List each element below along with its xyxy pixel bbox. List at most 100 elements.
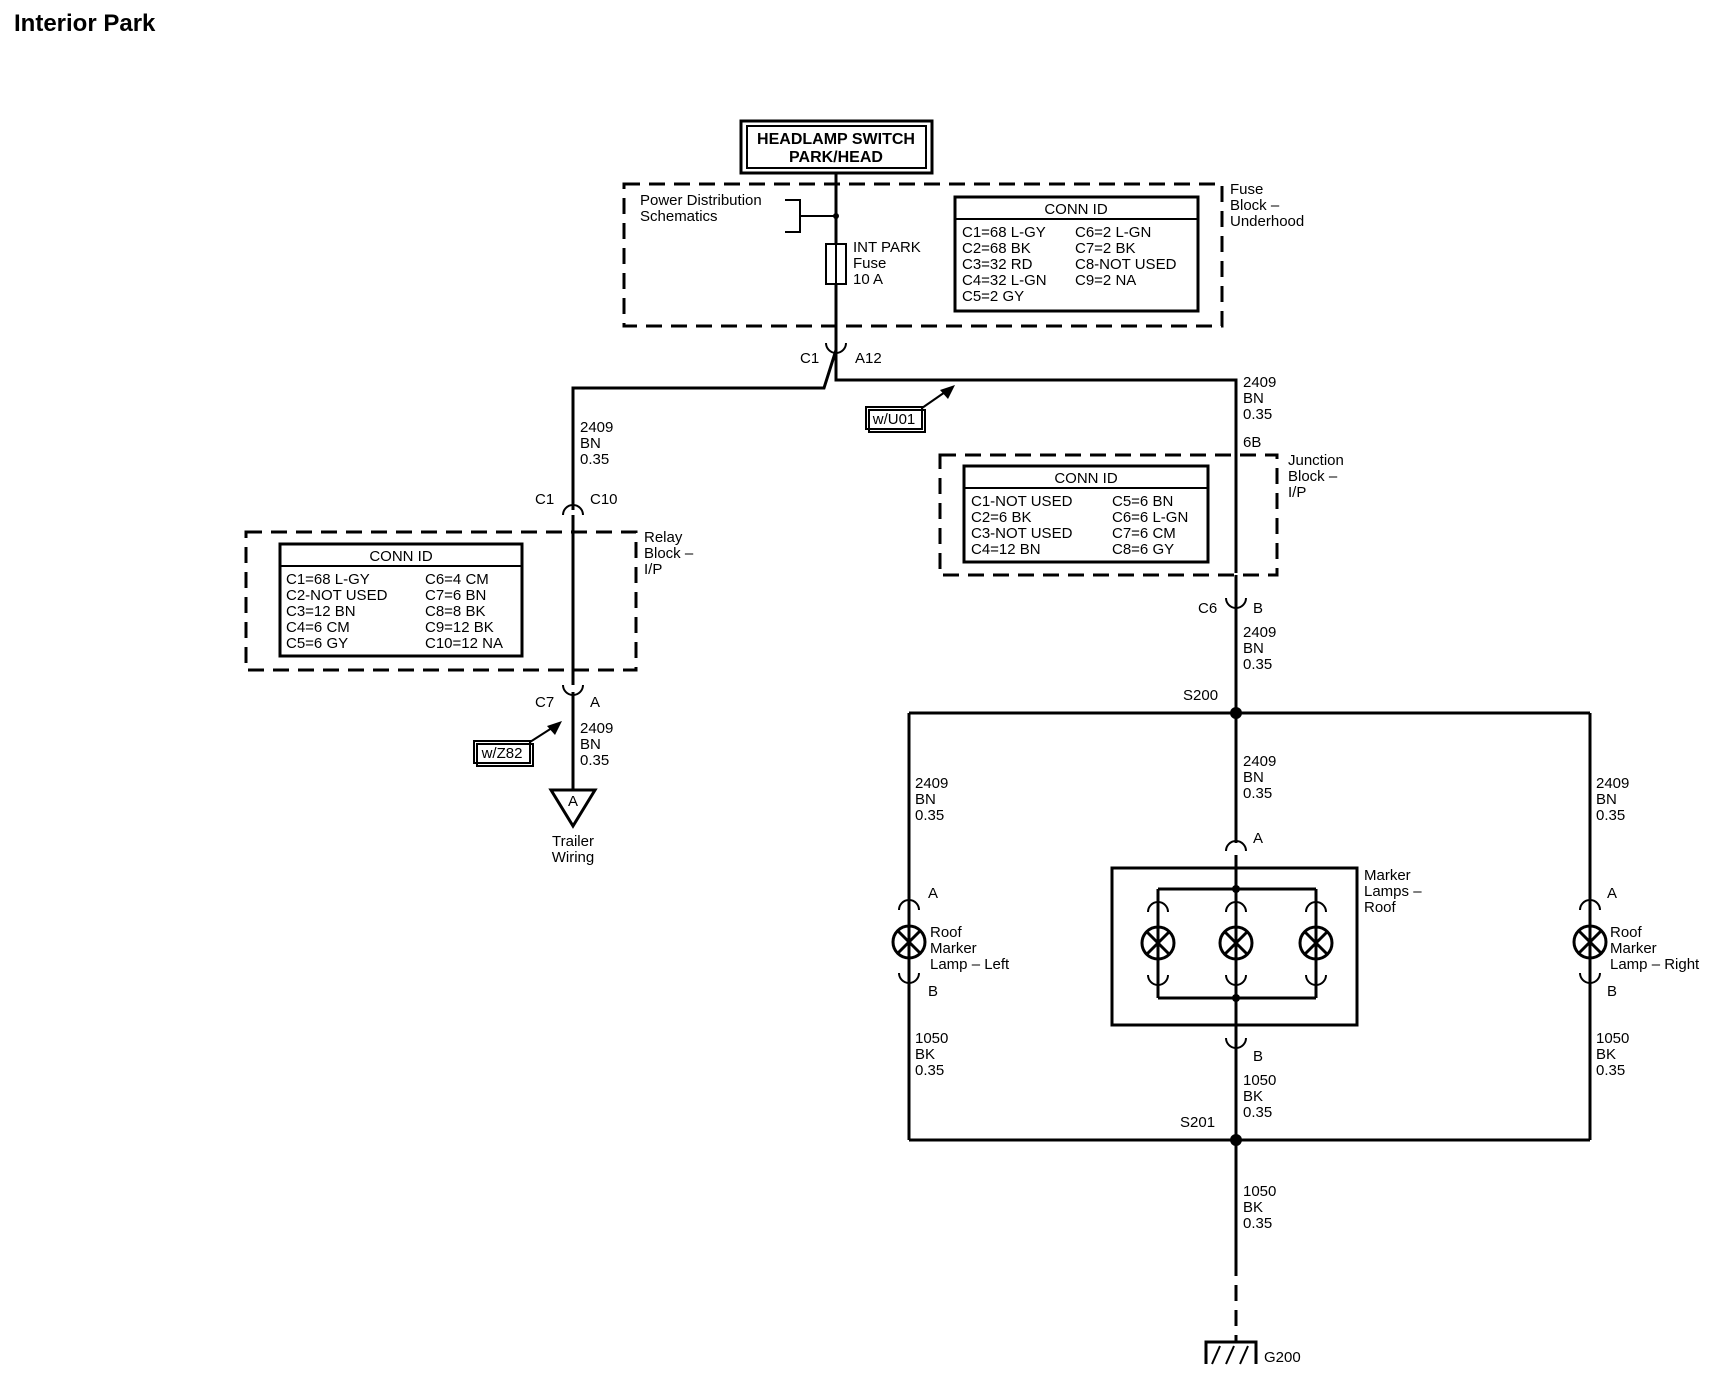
svg-text:Marker: Marker (930, 940, 977, 957)
option-z82-flag: w/Z82 (473, 721, 562, 767)
svg-text:Lamp – Left: Lamp – Left (930, 956, 1010, 973)
wire-label-2409-right-lamp: 2409 BN 0.35 (1596, 775, 1629, 824)
fuse-block-conn-id-table: CONN ID C1=68 L-GY C2=68 BK C3=32 RD C4=… (953, 195, 1200, 313)
roof-bulb-1 (1140, 889, 1176, 998)
center-lamps-pin-a: A (1253, 830, 1263, 847)
svg-text:Schematics: Schematics (640, 208, 718, 225)
svg-text:0.35: 0.35 (915, 807, 944, 824)
connector-c7-a: C7 A (535, 684, 600, 711)
svg-text:C9=12 BK: C9=12 BK (425, 619, 494, 636)
svg-text:Block –: Block – (644, 545, 694, 562)
svg-text:C1: C1 (800, 350, 819, 367)
pin-6b-label: 6B (1243, 434, 1261, 451)
page-title: Interior Park (14, 10, 156, 37)
svg-text:2409: 2409 (915, 775, 948, 792)
wire-label-1050-center: 1050 BK 0.35 (1243, 1072, 1276, 1121)
wire-label-2409-left: 2409 BN 0.35 (580, 419, 613, 468)
relay-block-conn-id-table: CONN ID C1=68 L-GY C2-NOT USED C3=12 BN … (278, 542, 524, 658)
junction-block-label: Junction Block – I/P (1288, 452, 1344, 501)
svg-text:C7: C7 (535, 694, 554, 711)
marker-lamps-roof-label: Marker Lamps – Roof (1364, 867, 1422, 916)
svg-text:0.35: 0.35 (580, 451, 609, 468)
wire-label-2409-trailer: 2409 BN 0.35 (580, 720, 613, 769)
int-park-fuse-label: INT PARK Fuse 10 A (853, 239, 921, 288)
connector-c1-a12: C1 A12 (800, 342, 882, 367)
svg-text:Lamps –: Lamps – (1364, 883, 1422, 900)
svg-text:Fuse: Fuse (853, 255, 886, 272)
svg-text:A: A (590, 694, 600, 711)
svg-text:C4=32 L-GN: C4=32 L-GN (962, 272, 1047, 289)
svg-text:Power Distribution: Power Distribution (640, 192, 762, 209)
svg-text:Junction: Junction (1288, 452, 1344, 469)
svg-text:C1: C1 (535, 491, 554, 508)
wire-label-2409-s200: 2409 BN 0.35 (1243, 624, 1276, 673)
svg-text:BN: BN (1243, 769, 1264, 786)
headlamp-switch-line1: HEADLAMP SWITCH (757, 131, 915, 148)
svg-text:0.35: 0.35 (1596, 807, 1625, 824)
svg-text:I/P: I/P (644, 561, 662, 578)
svg-text:A12: A12 (855, 350, 882, 367)
svg-text:C5=6 BN: C5=6 BN (1112, 493, 1173, 510)
svg-text:Roof: Roof (930, 924, 963, 941)
svg-text:Block –: Block – (1230, 197, 1280, 214)
svg-text:2409: 2409 (1243, 753, 1276, 770)
svg-text:I/P: I/P (1288, 484, 1306, 501)
svg-text:1050: 1050 (915, 1030, 948, 1047)
svg-text:CONN ID: CONN ID (1054, 470, 1118, 487)
svg-text:C1-NOT USED: C1-NOT USED (971, 493, 1073, 510)
bulb-icon (891, 924, 927, 960)
svg-text:Underhood: Underhood (1230, 213, 1304, 230)
svg-text:A: A (568, 793, 578, 810)
svg-text:C2-NOT USED: C2-NOT USED (286, 587, 388, 604)
svg-text:INT PARK: INT PARK (853, 239, 921, 256)
svg-text:BK: BK (1243, 1088, 1263, 1105)
svg-text:C6: C6 (1198, 600, 1217, 617)
svg-text:C2=68 BK: C2=68 BK (962, 240, 1031, 257)
svg-text:2409: 2409 (1596, 775, 1629, 792)
svg-text:C10=12 NA: C10=12 NA (425, 635, 503, 652)
connector-c6-b: C6 B (1198, 597, 1263, 617)
svg-text:C4=12 BN: C4=12 BN (971, 541, 1041, 558)
wire-main-left (571, 349, 838, 510)
svg-text:C8-NOT USED: C8-NOT USED (1075, 256, 1177, 273)
svg-text:C5=6 GY: C5=6 GY (286, 635, 348, 652)
svg-text:Roof: Roof (1610, 924, 1643, 941)
svg-text:0.35: 0.35 (1243, 785, 1272, 802)
svg-text:BK: BK (1243, 1199, 1263, 1216)
trailer-wiring-connector: A Trailer Wiring (548, 788, 598, 866)
svg-text:C9=2 NA: C9=2 NA (1075, 272, 1136, 289)
svg-text:2409: 2409 (1243, 374, 1276, 391)
wire-label-2409-left-lamp: 2409 BN 0.35 (915, 775, 948, 824)
svg-text:Fuse: Fuse (1230, 181, 1263, 198)
svg-text:C10: C10 (590, 491, 618, 508)
splice-s201-label: S201 (1180, 1114, 1215, 1131)
svg-text:Lamp – Right: Lamp – Right (1610, 956, 1700, 973)
svg-text:0.35: 0.35 (1243, 406, 1272, 423)
roof-bulb-3 (1298, 889, 1334, 998)
svg-text:C6=6 L-GN: C6=6 L-GN (1112, 509, 1188, 526)
left-lamp-pin-b: B (928, 983, 938, 1000)
svg-text:0.35: 0.35 (1596, 1062, 1625, 1079)
ground-g200-label: G200 (1264, 1349, 1301, 1366)
wire-label-1050-right: 1050 BK 0.35 (1596, 1030, 1629, 1079)
svg-text:CONN ID: CONN ID (1044, 201, 1108, 218)
svg-text:Relay: Relay (644, 529, 683, 546)
svg-text:0.35: 0.35 (915, 1062, 944, 1079)
relay-block-outline (244, 530, 638, 672)
svg-text:C3-NOT USED: C3-NOT USED (971, 525, 1073, 542)
svg-text:CONN ID: CONN ID (369, 548, 433, 565)
svg-text:2409: 2409 (1243, 624, 1276, 641)
wire-label-2409-trunk: 2409 BN 0.35 (1243, 374, 1276, 423)
fuse-block-label: Fuse Block – Underhood (1230, 181, 1304, 230)
svg-text:0.35: 0.35 (1243, 656, 1272, 673)
wire-main-right (834, 348, 1238, 573)
svg-text:C3=32 RD: C3=32 RD (962, 256, 1033, 273)
wire-label-2409-center: 2409 BN 0.35 (1243, 753, 1276, 802)
svg-text:Block –: Block – (1288, 468, 1338, 485)
svg-text:1050: 1050 (1243, 1183, 1276, 1200)
connector-c1-c10: C1 C10 (535, 491, 618, 516)
svg-text:C8=6 GY: C8=6 GY (1112, 541, 1174, 558)
option-u01-flag: w/U01 (865, 385, 955, 433)
left-lamp-pin-a: A (928, 885, 938, 902)
